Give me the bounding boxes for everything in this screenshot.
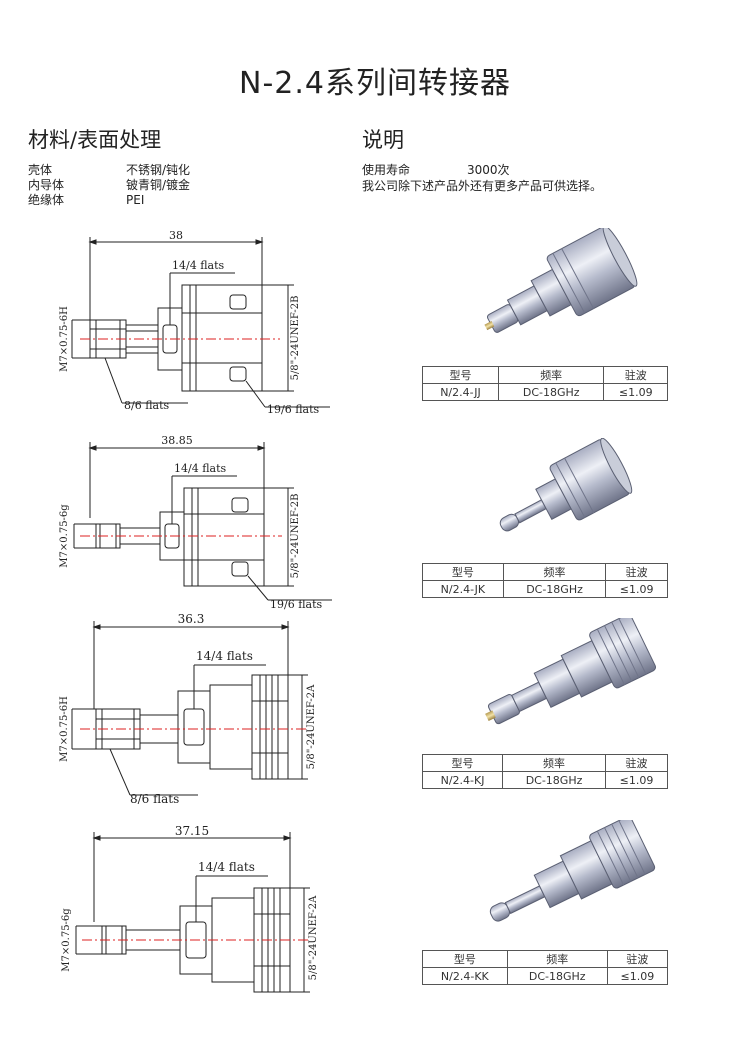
material-value: 铍青铜/镀金 <box>126 178 191 192</box>
page-title: N-2.4系列间转接器 <box>239 66 511 101</box>
material-label: 绝缘体 <box>28 193 65 207</box>
product-photo-jk <box>499 438 633 532</box>
drawing-kk: 37.15 14/4 flats M7×0.75-6g 5/8"-24UNEF-… <box>61 824 319 993</box>
cell-model: N/2.4-KK <box>422 967 508 985</box>
cell-freq: DC-18GHz <box>506 967 608 985</box>
table-row: N/2.4-KK DC-18GHz ≤1.09 <box>422 967 669 985</box>
cell-model: N/2.4-KJ <box>421 771 504 789</box>
header-vswr: 驻波 <box>603 366 668 384</box>
flats-left-label: 8/6 flats <box>130 792 179 806</box>
flats-top-label: 14/4 flats <box>198 860 255 874</box>
header-model: 型号 <box>422 366 499 384</box>
drawing-kj: 36.3 14/4 flats 8/6 flats M7×0.75-6H 5/8… <box>59 612 317 806</box>
spec-table-jj: 型号 频率 驻波 N/2.4-JJ DC-18GHz ≤1.09 <box>422 366 668 401</box>
thread-left-label: M7×0.75-6H <box>59 306 70 372</box>
header-model: 型号 <box>421 754 504 772</box>
flats-top-label: 14/4 flats <box>172 259 225 272</box>
product-photo-kk <box>489 820 656 922</box>
thread-left-label: M7×0.75-6H <box>59 696 70 762</box>
table-row: N/2.4-JK DC-18GHz ≤1.09 <box>422 580 668 598</box>
table-header-row: 型号 频率 驻波 <box>422 950 669 968</box>
drawing-jk: 38.85 14/4 flats 19/6 flats M7×0.75-6g 5… <box>59 434 332 611</box>
table-header-row: 型号 频率 驻波 <box>421 754 668 772</box>
cell-model: N/2.4-JJ <box>422 383 499 401</box>
flats-left-label: 8/6 flats <box>124 399 170 412</box>
table-row: N/2.4-JJ DC-18GHz ≤1.09 <box>422 383 668 401</box>
spec-table-kj: 型号 频率 驻波 N/2.4-KJ DC-18GHz ≤1.09 <box>421 754 668 789</box>
header-freq: 频率 <box>502 754 607 772</box>
header-vswr: 驻波 <box>606 950 669 968</box>
material-label: 壳体 <box>28 163 53 177</box>
thread-left-label: M7×0.75-6g <box>61 908 72 972</box>
thread-right-label: 5/8"-24UNEF-2B <box>290 494 301 579</box>
header-freq: 频率 <box>506 950 608 968</box>
cell-vswr: ≤1.09 <box>605 771 668 789</box>
description-block: 使用寿命 3000次 我公司除下述产品外还有更多产品可供选择。 <box>362 162 602 194</box>
flats-right-label: 19/6 flats <box>270 598 323 611</box>
table-header-row: 型号 频率 驻波 <box>422 366 668 384</box>
life-value: 3000次 <box>467 163 510 177</box>
product-photo-kj <box>485 618 657 725</box>
material-label: 内导体 <box>28 178 65 192</box>
thread-left-label: M7×0.75-6g <box>59 504 70 568</box>
flats-top-label: 14/4 flats <box>174 462 227 475</box>
product-photo-jj <box>484 228 638 333</box>
length-dim: 38 <box>169 229 183 242</box>
header-freq: 频率 <box>497 366 605 384</box>
drawing-jj: 38 14/4 flats 8/6 flats 19/6 flats M7×0.… <box>59 229 330 416</box>
table-header-row: 型号 频率 驻波 <box>422 563 668 581</box>
header-vswr: 驻波 <box>605 563 668 581</box>
cell-vswr: ≤1.09 <box>606 967 669 985</box>
material-value: PEI <box>126 193 145 207</box>
length-dim: 36.3 <box>178 612 205 626</box>
cell-model: N/2.4-JK <box>422 580 504 598</box>
flats-top-label: 14/4 flats <box>196 649 253 663</box>
cell-vswr: ≤1.09 <box>605 580 668 598</box>
cell-freq: DC-18GHz <box>502 771 607 789</box>
thread-right-label: 5/8"-24UNEF-2A <box>308 895 319 981</box>
materials-heading: 材料/表面处理 <box>28 128 162 152</box>
length-dim: 37.15 <box>175 824 209 838</box>
cell-vswr: ≤1.09 <box>603 383 668 401</box>
header-model: 型号 <box>422 563 504 581</box>
thread-right-label: 5/8"-24UNEF-2B <box>290 296 301 381</box>
life-label: 使用寿命 <box>362 163 411 177</box>
cell-freq: DC-18GHz <box>497 383 605 401</box>
flats-right-label: 19/6 flats <box>267 403 320 416</box>
header-freq: 频率 <box>502 563 607 581</box>
cell-freq: DC-18GHz <box>502 580 607 598</box>
spec-table-jk: 型号 频率 驻波 N/2.4-JK DC-18GHz ≤1.09 <box>422 563 668 598</box>
description-heading: 说明 <box>362 128 404 152</box>
material-value: 不锈钢/钝化 <box>126 163 191 177</box>
header-model: 型号 <box>422 950 508 968</box>
thread-right-label: 5/8"-24UNEF-2A <box>306 684 317 770</box>
spec-table-kk: 型号 频率 驻波 N/2.4-KK DC-18GHz ≤1.09 <box>422 950 669 985</box>
description-note: 我公司除下述产品外还有更多产品可供选择。 <box>362 179 603 193</box>
materials-list: 壳体 不锈钢/钝化 内导体 铍青铜/镀金 绝缘体 PEI <box>28 163 288 211</box>
table-row: N/2.4-KJ DC-18GHz ≤1.09 <box>421 771 668 789</box>
length-dim: 38.85 <box>161 434 193 447</box>
header-vswr: 驻波 <box>605 754 668 772</box>
